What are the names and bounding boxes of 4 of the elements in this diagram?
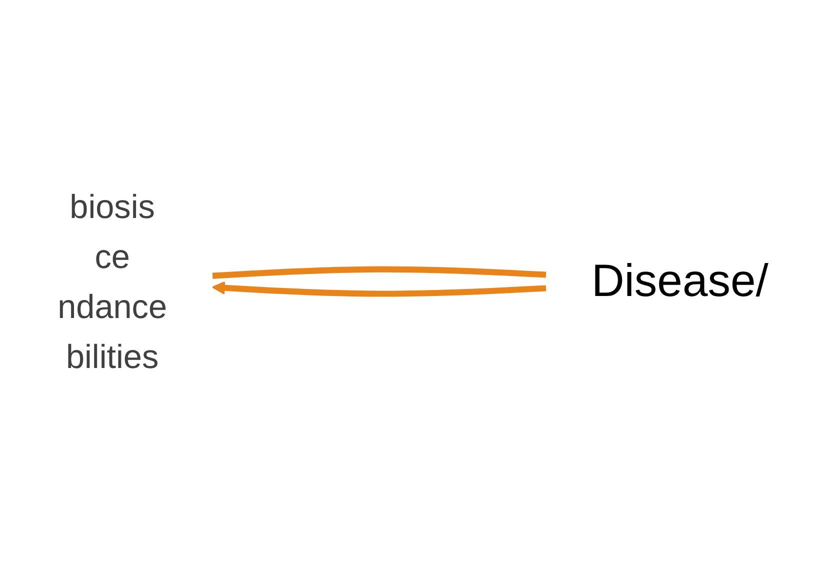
node-text: biosis ce ndance bilities	[58, 188, 168, 376]
node-text: Disease/	[591, 256, 768, 307]
arrow	[212, 281, 546, 297]
connector	[212, 266, 546, 279]
